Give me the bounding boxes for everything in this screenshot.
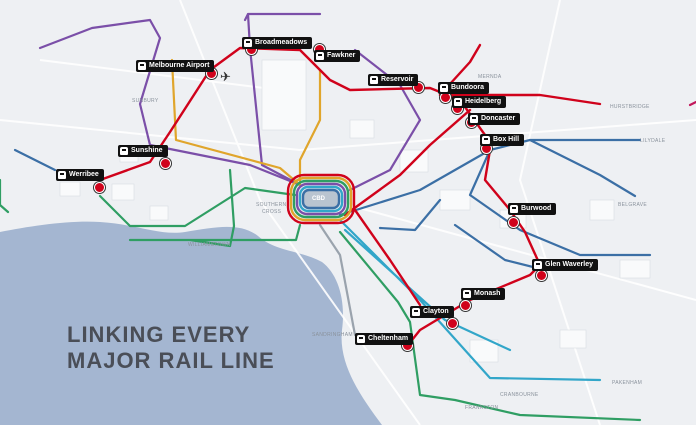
station-label: Cheltenham — [368, 335, 409, 342]
station-melbourne-airport[interactable]: Melbourne Airport — [136, 60, 215, 72]
station-label: Sunshine — [131, 147, 163, 154]
station-reservoir[interactable]: Reservoir — [368, 74, 419, 86]
train-icon — [370, 76, 378, 84]
label-pakenham: PAKENHAM — [612, 380, 643, 386]
airplane-icon: ✈ — [220, 70, 231, 85]
train-icon — [534, 261, 542, 269]
pin-sunshine[interactable] — [160, 158, 171, 169]
line-purple-north — [243, 12, 322, 187]
line-green-south — [0, 178, 642, 422]
pin-glen-waverley[interactable] — [536, 270, 547, 281]
line-purple-east — [348, 48, 422, 192]
station-glen-waverley[interactable]: Glen Waverley — [532, 259, 598, 271]
station-monash[interactable]: Monash — [461, 288, 506, 300]
label-belgrave: BELGRAVE — [618, 202, 647, 208]
train-icon — [454, 98, 462, 106]
station-broadmeadows[interactable]: Broadmeadows — [242, 37, 313, 49]
station-label: Broadmeadows — [255, 39, 308, 46]
line-cyan — [338, 218, 602, 382]
station-label: Fawkner — [327, 52, 356, 59]
headline-line-2: MAJOR RAIL LINE — [67, 348, 275, 373]
train-icon — [463, 290, 471, 298]
station-label: Box Hill — [493, 136, 520, 143]
pin-burwood[interactable] — [508, 217, 519, 228]
cbd-loop — [286, 173, 356, 225]
station-burwood[interactable]: Burwood — [508, 203, 557, 215]
label-sandringham: SANDRINGHAM — [312, 332, 353, 338]
station-fawkner[interactable]: Fawkner — [314, 50, 361, 62]
train-icon — [510, 205, 518, 213]
pin-reservoir[interactable] — [413, 82, 424, 93]
train-icon — [316, 52, 324, 60]
station-werribee[interactable]: Werribee — [56, 169, 104, 181]
station-clayton[interactable]: Clayton — [410, 306, 454, 318]
label-sunbury: SUNBURY — [132, 98, 159, 104]
station-label: Doncaster — [481, 115, 516, 122]
train-icon — [138, 62, 146, 70]
station-label: Monash — [474, 290, 501, 297]
station-label: Bundoora — [451, 84, 485, 91]
station-label: Glen Waverley — [545, 261, 593, 268]
train-icon — [120, 147, 128, 155]
train-icon — [58, 171, 66, 179]
label-hurstbridge: HURSTBRIDGE — [610, 104, 650, 110]
station-label: Heidelberg — [465, 98, 502, 105]
line-grey-sandringham — [318, 223, 357, 337]
label-cranbourne: CRANBOURNE — [500, 392, 539, 398]
station-label: Clayton — [423, 308, 449, 315]
station-label: Reservoir — [381, 76, 414, 83]
station-box-hill[interactable]: Box Hill — [480, 134, 525, 146]
line-green — [98, 168, 302, 248]
station-heidelberg[interactable]: Heidelberg — [452, 96, 507, 108]
label-frankston: FRANKSTON — [465, 405, 499, 411]
train-icon — [357, 335, 365, 343]
station-doncaster[interactable]: Doncaster — [468, 113, 521, 125]
train-icon — [482, 136, 490, 144]
label-lilydale: LILYDALE — [640, 138, 666, 144]
label-cross: CROSS — [262, 209, 282, 215]
pin-monash[interactable] — [460, 300, 471, 311]
line-yellow — [170, 58, 322, 187]
station-bundoora[interactable]: Bundoora — [438, 82, 490, 94]
train-icon — [412, 308, 420, 316]
pin-werribee[interactable] — [94, 182, 105, 193]
station-label: Burwood — [521, 205, 552, 212]
headline-line-1: LINKING EVERY — [67, 322, 251, 347]
train-icon — [470, 115, 478, 123]
pin-clayton[interactable] — [447, 318, 458, 329]
station-label: Werribee — [69, 171, 99, 178]
line-pink-edge — [688, 100, 696, 107]
headline: LINKING EVERY MAJOR RAIL LINE — [67, 322, 275, 374]
cbd-label: CBD — [312, 196, 325, 202]
train-icon — [440, 84, 448, 92]
line-blue-north — [13, 148, 57, 172]
label-williamstown: WILLIAMSTOWN — [188, 242, 231, 248]
train-icon — [244, 39, 252, 47]
station-cheltenham[interactable]: Cheltenham — [355, 333, 414, 345]
station-label: Melbourne Airport — [149, 62, 210, 69]
label-southern: SOUTHERN — [256, 202, 287, 208]
label-mernda: MERNDA — [478, 74, 502, 80]
station-sunshine[interactable]: Sunshine — [118, 145, 168, 157]
port-phillip-bay — [0, 221, 382, 425]
